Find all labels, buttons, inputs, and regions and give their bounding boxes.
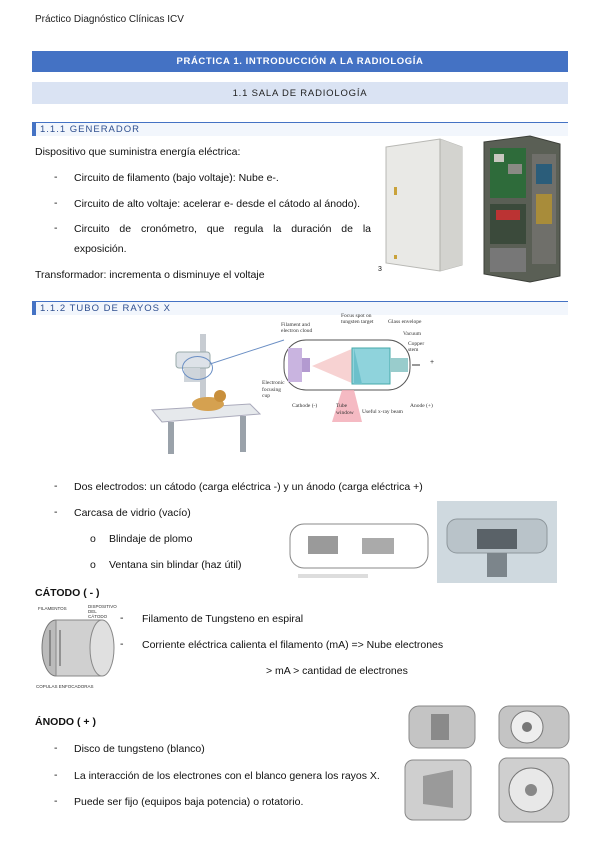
bullet-dash: - bbox=[54, 480, 58, 492]
section-heading-tubo: 1.1.2 TUBO DE RAYOS X bbox=[32, 301, 568, 315]
label-filament-line2: electron cloud bbox=[281, 328, 313, 334]
cathode-label-filamentos: FILAMENTOS bbox=[38, 606, 67, 611]
label-tube-line1: Tube bbox=[336, 403, 348, 409]
anode-images bbox=[403, 700, 573, 826]
tubo-subitem-1: Blindaje de plomo bbox=[109, 533, 193, 545]
tube-callout-circle bbox=[182, 356, 213, 380]
generador-outro: Transformador: incrementa o disminuye el… bbox=[35, 269, 265, 281]
generator-cabinet-image bbox=[380, 137, 466, 272]
cathode-image bbox=[32, 604, 116, 688]
tubo-item-1: Dos electrodos: un cátodo (carga eléctri… bbox=[74, 481, 423, 493]
generador-intro: Dispositivo que suministra energía eléct… bbox=[35, 146, 241, 158]
document-header: Práctico Diagnóstico Clínicas ICV bbox=[35, 14, 184, 25]
label-plus: + bbox=[430, 359, 435, 366]
anodo-item-2: La interacción de los electrones con el … bbox=[74, 770, 380, 782]
figure-note: 3 bbox=[378, 266, 382, 273]
catodo-item-1: Filamento de Tungsteno en espiral bbox=[142, 613, 304, 625]
label-copper-line1: Copper bbox=[408, 341, 425, 347]
bullet-dash: - bbox=[120, 638, 124, 650]
label-filament-line1: Filament and bbox=[281, 322, 310, 328]
practice-title-banner: PRÁCTICA 1. INTRODUCCIÓN A LA RADIOLOGÍA bbox=[32, 51, 568, 72]
cathode-label-copulas: COPULAS ENFOCADORAS bbox=[36, 684, 94, 689]
label-electronic-line2: focusing bbox=[262, 386, 281, 393]
section-heading-generador: 1.1.1 GENERADOR bbox=[32, 122, 568, 136]
catodo-title: CÁTODO ( - ) bbox=[35, 587, 100, 599]
bullet-dash: - bbox=[54, 769, 58, 781]
label-focus-line2: tungsten target bbox=[341, 319, 374, 325]
bullet-dash: - bbox=[54, 171, 58, 183]
generador-item-3: Circuito de cronómetro, que regula la du… bbox=[74, 223, 371, 235]
label-electronic-cup: Electronic focusing cup bbox=[262, 380, 285, 400]
anodo-title: ÁNODO ( + ) bbox=[35, 716, 96, 728]
bullet-dash: - bbox=[54, 197, 58, 209]
tube-photo bbox=[437, 501, 557, 583]
xray-tube-diagram bbox=[262, 314, 422, 422]
bullet-dash: - bbox=[54, 742, 58, 754]
label-electronic-line3: cup bbox=[262, 393, 270, 399]
catodo-note: > mA > cantidad de electrones bbox=[266, 665, 408, 677]
bullet-dash: - bbox=[54, 222, 58, 234]
label-filament: Filament and electron cloud bbox=[281, 322, 312, 334]
label-focus: Focus spot on tungsten target bbox=[341, 313, 373, 325]
label-copper: Copper stem bbox=[408, 341, 424, 353]
tube-cross-section-image bbox=[288, 516, 430, 582]
sub-bullet: o bbox=[90, 533, 96, 545]
label-tube-line2: window bbox=[336, 409, 354, 416]
catodo-item-2: Corriente eléctrica calienta el filament… bbox=[142, 639, 444, 651]
sub-bullet: o bbox=[90, 559, 96, 571]
generador-item-1: Circuito de filamento (bajo voltaje): Nu… bbox=[74, 172, 279, 184]
label-cathode: Cathode (-) bbox=[292, 403, 318, 409]
label-anode: Anode (+) bbox=[410, 403, 433, 409]
anodo-item-3: Puede ser fijo (equipos baja potencia) o… bbox=[74, 796, 304, 808]
tubo-item-2: Carcasa de vidrio (vacío) bbox=[74, 507, 191, 519]
generador-item-3-cont: exposición. bbox=[74, 243, 127, 255]
generador-item-2: Circuito de alto voltaje: acelerar e- de… bbox=[74, 198, 361, 210]
section-title-banner: 1.1 SALA DE RADIOLOGÍA bbox=[32, 82, 568, 104]
label-tube-window: Tube window bbox=[336, 403, 354, 416]
label-vacuum: Vacuum bbox=[403, 331, 422, 337]
label-useful-beam: Useful x-ray beam bbox=[362, 409, 403, 415]
label-copper-line2: stem bbox=[408, 347, 419, 353]
generator-internals-image bbox=[480, 134, 564, 284]
bullet-dash: - bbox=[54, 506, 58, 518]
label-focus-line1: Focus spot on bbox=[341, 313, 372, 319]
anodo-item-1: Disco de tungsteno (blanco) bbox=[74, 743, 205, 755]
bullet-dash: - bbox=[120, 612, 124, 624]
callout-line bbox=[210, 339, 285, 365]
bullet-dash: - bbox=[54, 795, 58, 807]
cathode-label-dispositivo: DISPOSITIVO DEL CÁTODO bbox=[88, 604, 117, 619]
tubo-subitem-2: Ventana sin blindar (haz útil) bbox=[109, 559, 242, 571]
label-glass: Glass envelope bbox=[388, 319, 422, 325]
label-electronic-line1: Electronic bbox=[262, 380, 285, 386]
